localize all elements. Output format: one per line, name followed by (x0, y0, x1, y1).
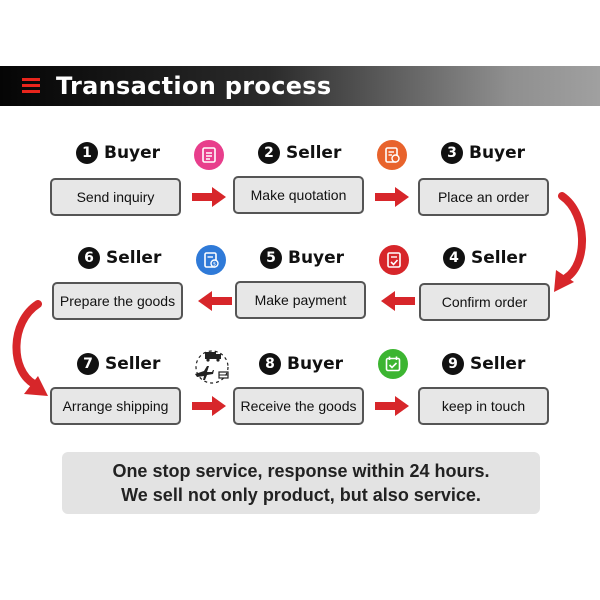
shipping-icon (192, 346, 232, 388)
header-bar: Transaction process (0, 66, 600, 106)
step-6-box: Prepare the goods (52, 282, 183, 320)
step-label: Confirm order (441, 294, 528, 310)
confirm-icon (379, 245, 409, 275)
step-role: Buyer (288, 248, 345, 268)
page-title: Transaction process (56, 72, 332, 100)
step-4-heading: 4 Seller (443, 246, 526, 270)
step-label: Arrange shipping (62, 398, 169, 414)
step-label: Place an order (437, 189, 530, 205)
step-9-box: keep in touch (418, 387, 549, 425)
step-2-heading: 2 Seller (258, 141, 341, 165)
step-number: 6 (78, 247, 100, 269)
arrow-right (192, 187, 226, 207)
step-number: 1 (76, 142, 98, 164)
arrow-right (192, 396, 226, 416)
step-label: Send inquiry (76, 189, 155, 205)
step-role: Seller (470, 354, 526, 374)
arrow-left (198, 291, 232, 311)
step-number: 9 (442, 353, 464, 375)
step-5-heading: 5 Buyer (260, 246, 344, 270)
step-1-box: Send inquiry (50, 178, 181, 216)
notice-line-2: We sell not only product, but also servi… (121, 485, 481, 505)
step-3-box: Place an order (418, 178, 549, 216)
step-8-heading: 8 Buyer (259, 352, 343, 376)
step-5-box: Make payment (235, 281, 366, 319)
step-8-box: Receive the goods (233, 387, 364, 425)
step-4-box: Confirm order (419, 283, 550, 321)
notice-line-1: One stop service, response within 24 hou… (112, 461, 490, 481)
step-number: 4 (443, 247, 465, 269)
step-9-heading: 9 Seller (442, 352, 525, 376)
step-label: Make payment (254, 292, 347, 308)
step-number: 5 (260, 247, 282, 269)
step-role: Seller (471, 248, 527, 268)
svg-text:$: $ (213, 262, 216, 268)
step-2-box: Make quotation (233, 176, 364, 214)
step-number: 8 (259, 353, 281, 375)
step-label: keep in touch (441, 398, 526, 414)
step-role: Buyer (287, 354, 344, 374)
step-6-heading: 6 Seller (78, 246, 161, 270)
step-label: Prepare the goods (59, 293, 176, 309)
service-notice: One stop service, response within 24 hou… (62, 452, 540, 514)
menu-icon (22, 78, 40, 94)
step-role: Seller (106, 248, 162, 268)
step-1-heading: 1 Buyer (76, 141, 160, 165)
step-role: Buyer (469, 143, 526, 163)
receive-icon (378, 349, 408, 379)
arrow-right (375, 187, 409, 207)
step-7-heading: 7 Seller (77, 352, 160, 376)
step-label: Make quotation (250, 187, 347, 203)
step-number: 3 (441, 142, 463, 164)
step-role: Seller (105, 354, 161, 374)
arrow-left (381, 291, 415, 311)
step-number: 7 (77, 353, 99, 375)
step-role: Buyer (104, 143, 161, 163)
arrow-curve-down (12, 300, 48, 396)
quotation-icon (194, 140, 224, 170)
step-label: Receive the goods (240, 398, 357, 414)
payment-icon: $ (196, 245, 226, 275)
step-3-heading: 3 Buyer (441, 141, 525, 165)
arrow-curve-down (554, 192, 586, 292)
step-role: Seller (286, 143, 342, 163)
step-7-box: Arrange shipping (50, 387, 181, 425)
step-number: 2 (258, 142, 280, 164)
arrow-right (375, 396, 409, 416)
order-icon (377, 140, 407, 170)
